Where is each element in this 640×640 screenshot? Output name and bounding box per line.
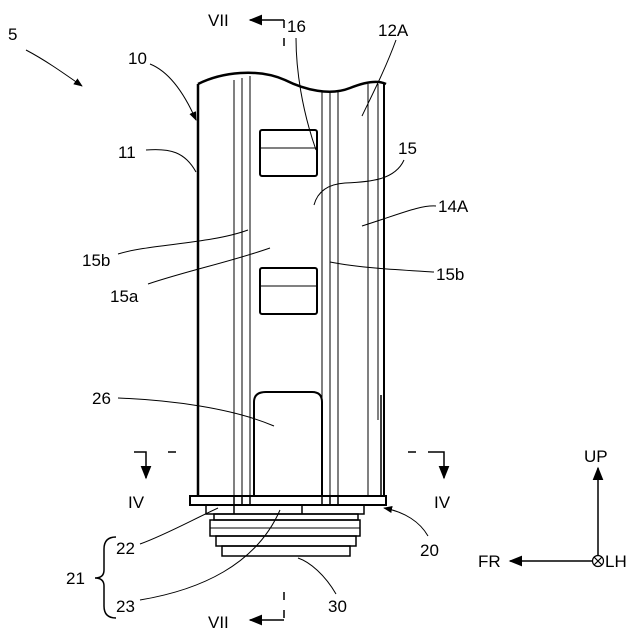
section-label-vii-top: VII bbox=[208, 11, 229, 30]
brace-21 bbox=[95, 537, 116, 618]
leader-15b-left bbox=[118, 230, 248, 254]
direction-label-fr: FR bbox=[478, 552, 501, 571]
label-12A: 12A bbox=[378, 21, 409, 40]
break-line bbox=[198, 73, 386, 92]
leader-15 bbox=[314, 160, 404, 205]
leader-lines bbox=[26, 38, 436, 600]
direction-label-lh: LH bbox=[605, 552, 627, 571]
label-22: 22 bbox=[116, 539, 135, 558]
label-15: 15 bbox=[398, 139, 417, 158]
leader-26 bbox=[118, 398, 274, 426]
section-marks bbox=[134, 20, 444, 620]
label-30: 30 bbox=[328, 597, 347, 616]
leader-11 bbox=[146, 150, 196, 172]
section-label-vii-bottom: VII bbox=[208, 613, 229, 632]
leader-14A bbox=[362, 206, 436, 226]
leader-15a bbox=[148, 248, 270, 284]
pillar-body bbox=[198, 73, 386, 496]
section-label-iv-right: IV bbox=[434, 493, 451, 512]
label-11: 11 bbox=[118, 143, 136, 162]
label-15a: 15a bbox=[110, 287, 139, 306]
leader-16 bbox=[296, 38, 316, 150]
upper-window bbox=[260, 130, 317, 176]
section-label-iv-left: IV bbox=[128, 493, 145, 512]
leader-15b-right bbox=[330, 262, 434, 272]
flange-20 bbox=[190, 496, 386, 505]
label-15b-right: 15b bbox=[436, 265, 464, 284]
label-15b-left: 15b bbox=[82, 251, 110, 270]
leader-5 bbox=[26, 50, 82, 86]
leader-10 bbox=[150, 64, 196, 120]
label-14A: 14A bbox=[438, 197, 469, 216]
label-10: 10 bbox=[128, 49, 147, 68]
direction-label-up: UP bbox=[584, 447, 608, 466]
direction-indicator bbox=[510, 468, 604, 567]
leader-22 bbox=[140, 508, 218, 544]
reference-labels: 5 10 11 16 12A 15 14A 15b 15a 15b 26 22 … bbox=[8, 11, 627, 632]
label-26: 26 bbox=[92, 389, 111, 408]
label-20: 20 bbox=[420, 541, 439, 560]
lower-window bbox=[260, 268, 317, 314]
label-23: 23 bbox=[116, 597, 135, 616]
label-16: 16 bbox=[287, 17, 306, 36]
label-5: 5 bbox=[8, 25, 17, 44]
bracket-26 bbox=[254, 392, 322, 496]
label-21: 21 bbox=[66, 569, 85, 588]
base-assembly bbox=[190, 496, 386, 556]
leader-12A bbox=[362, 40, 396, 116]
leader-20 bbox=[384, 508, 428, 536]
leader-30 bbox=[298, 558, 336, 594]
